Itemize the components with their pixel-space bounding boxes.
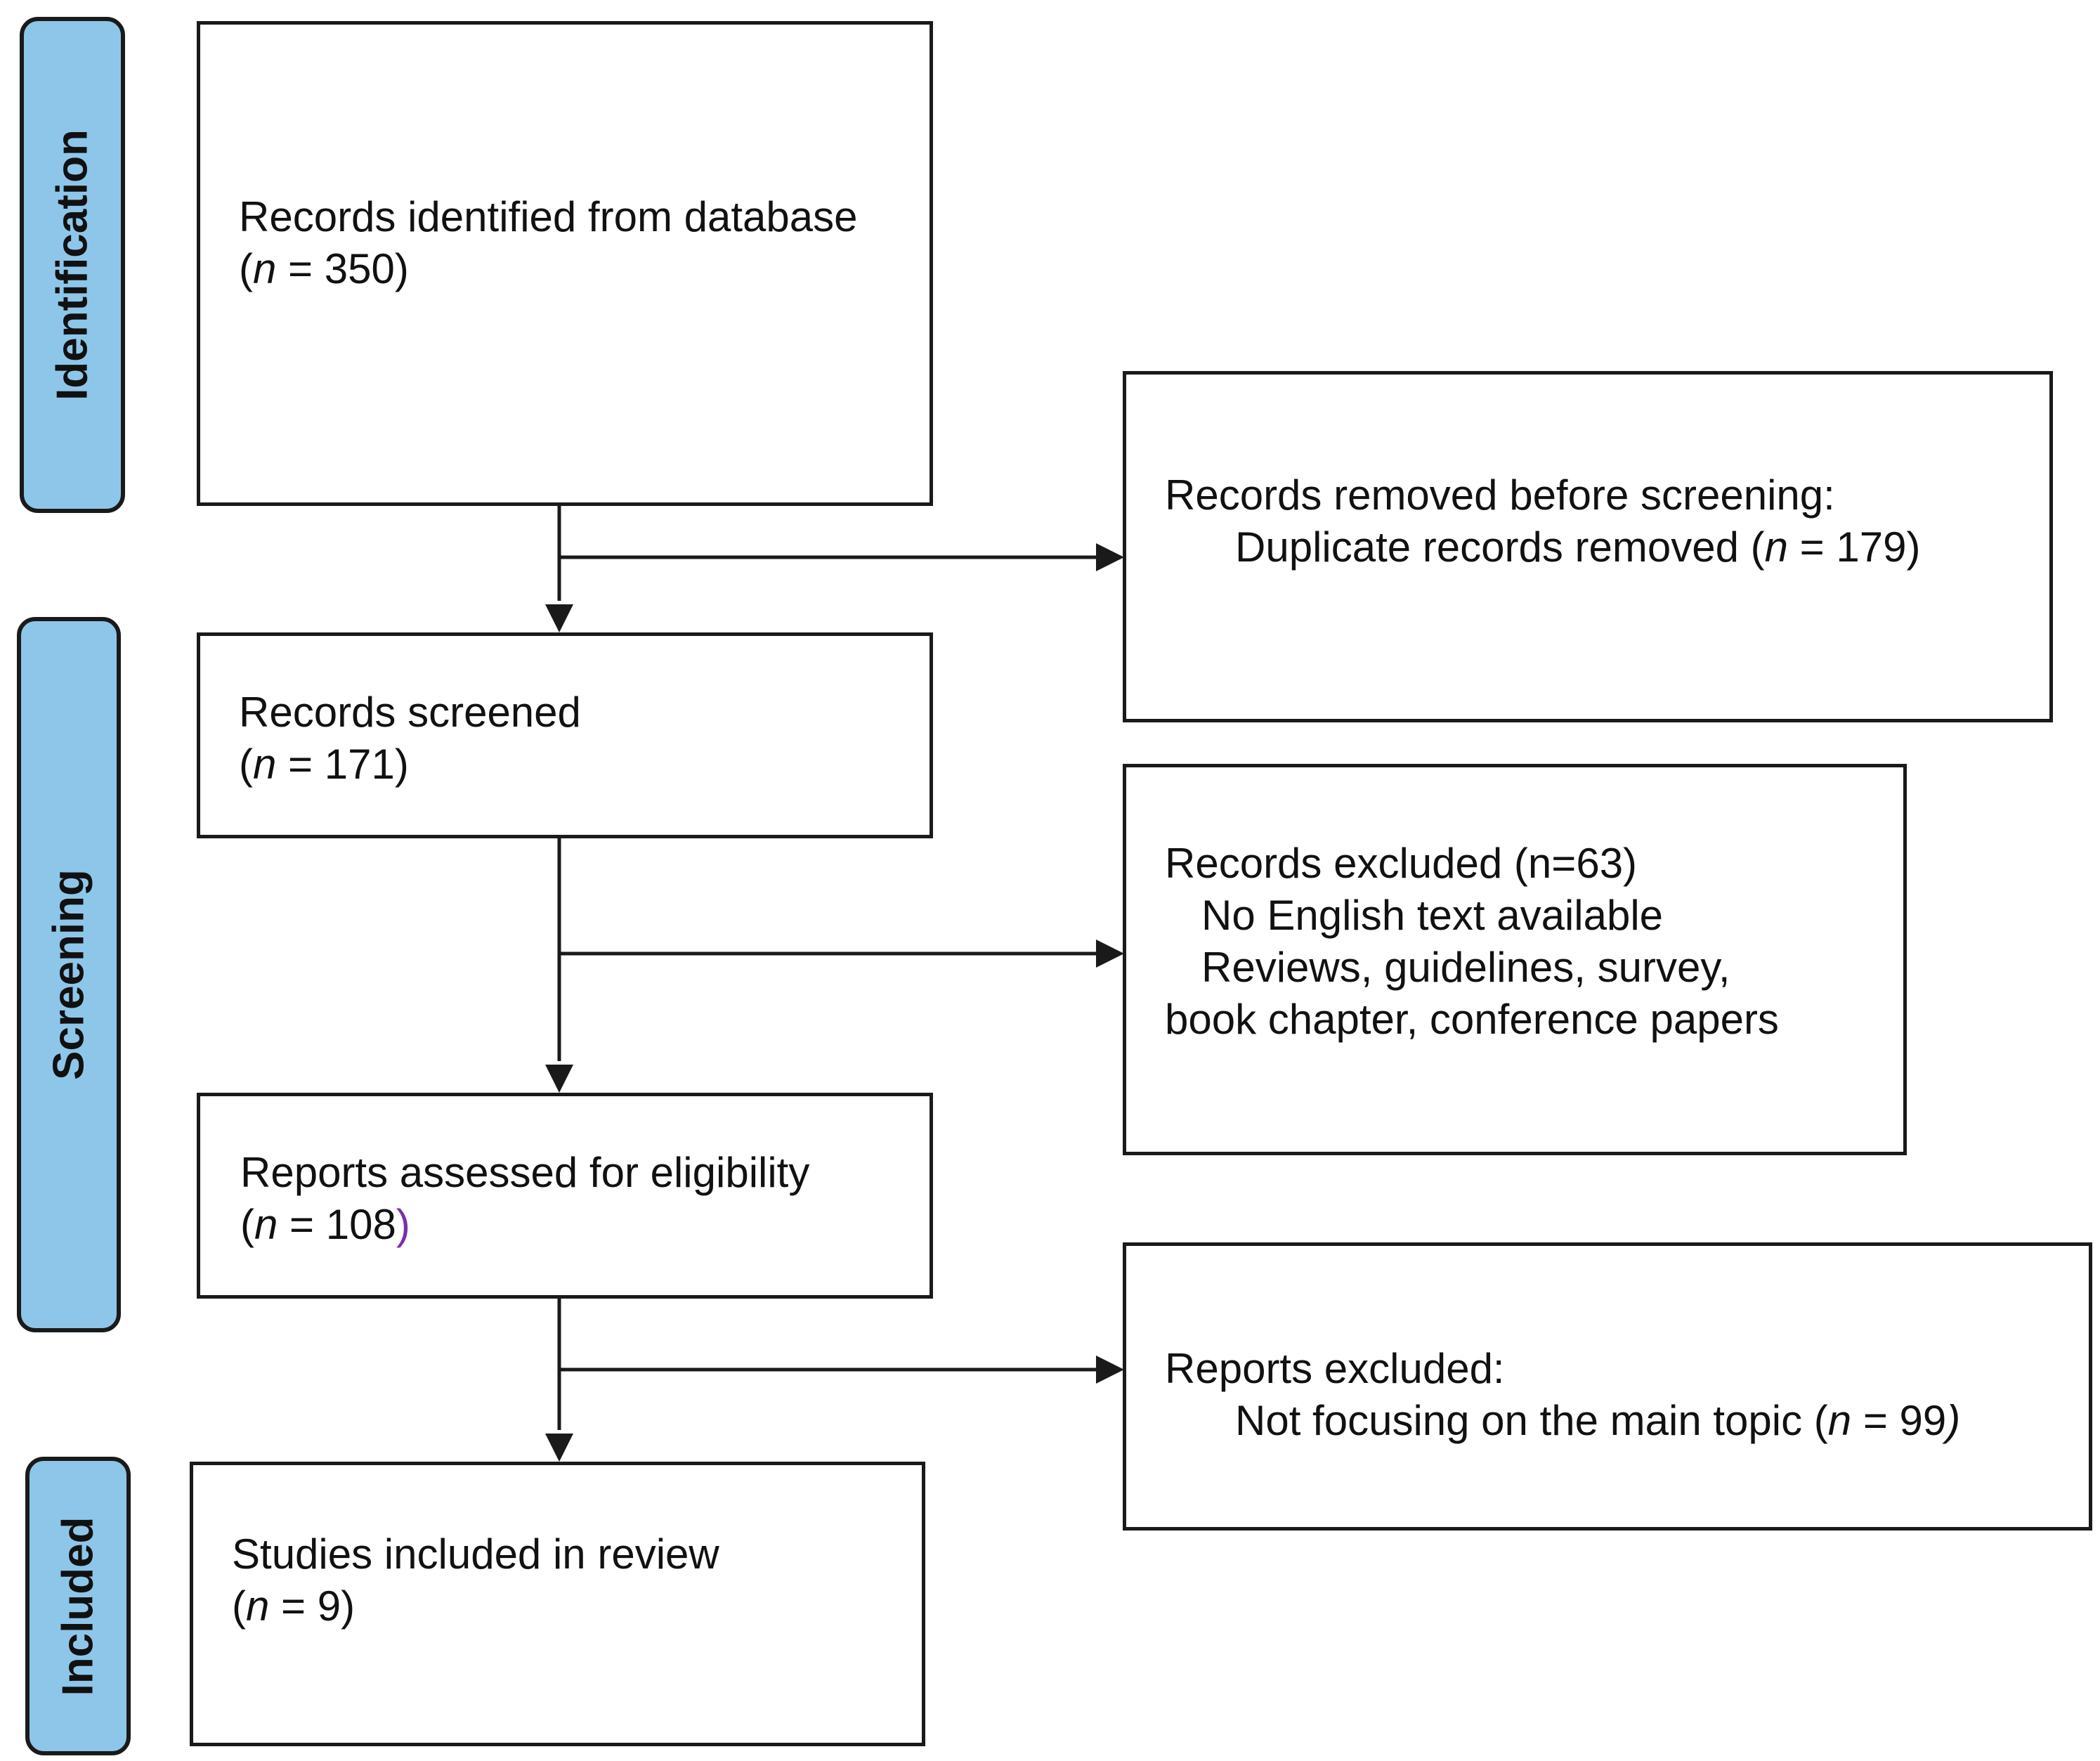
arrowhead-to-screened — [545, 604, 573, 632]
records-identified-count: (n = 350) — [239, 245, 409, 292]
stage-tab-screening: Screening — [17, 617, 121, 1332]
arrowhead-to-assessed — [545, 1065, 573, 1093]
reports-assessed-text: Reports assessed for eligibility (n = 10… — [240, 1147, 809, 1251]
arrowhead-to-removed — [1096, 543, 1124, 571]
records-excluded-text: Records excluded (n=63) No English text … — [1165, 838, 1779, 1046]
box-records-removed: Records removed before screening: Duplic… — [1123, 371, 2053, 722]
reports-excluded-label: Reports excluded: — [1165, 1345, 1505, 1392]
box-reports-assessed: Reports assessed for eligibility (n = 10… — [197, 1093, 933, 1299]
reports-excluded-reason: Not focusing on the main topic (n = 99) — [1235, 1397, 1961, 1444]
reports-assessed-label: Reports assessed for eligibility — [240, 1149, 810, 1196]
exclusion-reason-types: Reviews, guidelines, survey, — [1201, 944, 1730, 991]
stage-label-included: Included — [53, 1516, 103, 1696]
box-studies-included: Studies included in review (n = 9) — [190, 1462, 925, 1746]
stage-label-screening: Screening — [44, 869, 93, 1080]
reports-excluded-text: Reports excluded: Not focusing on the ma… — [1165, 1343, 1960, 1447]
studies-included-text: Studies included in review (n = 9) — [232, 1528, 719, 1632]
studies-included-label: Studies included in review — [232, 1531, 719, 1578]
arrowhead-to-reports-excluded — [1096, 1356, 1124, 1384]
records-identified-text: Records identified from database (n = 35… — [239, 191, 858, 295]
exclusion-reason-language: No English text available — [1201, 892, 1664, 939]
records-screened-label: Records screened — [239, 689, 581, 736]
records-screened-count: (n = 171) — [239, 741, 409, 788]
arrowhead-to-excluded — [1096, 940, 1124, 968]
exclusion-reason-types-cont: book chapter, conference papers — [1165, 996, 1779, 1043]
stage-tab-included: Included — [25, 1457, 131, 1755]
box-records-screened: Records screened (n = 171) — [197, 632, 933, 838]
reports-assessed-count: (n = 108) — [240, 1201, 410, 1248]
box-reports-excluded: Reports excluded: Not focusing on the ma… — [1123, 1242, 2092, 1531]
stage-label-identification: Identification — [48, 129, 97, 401]
box-records-excluded: Records excluded (n=63) No English text … — [1123, 764, 1907, 1155]
records-removed-text: Records removed before screening: Duplic… — [1165, 469, 1920, 573]
arrowhead-to-included — [545, 1434, 573, 1462]
stage-tab-identification: Identification — [20, 17, 125, 513]
records-excluded-label: Records excluded (n=63) — [1165, 840, 1638, 887]
records-identified-label: Records identified from database — [239, 193, 858, 240]
records-removed-label: Records removed before screening: — [1165, 472, 1835, 519]
records-screened-text: Records screened (n = 171) — [239, 687, 581, 791]
box-records-identified: Records identified from database (n = 35… — [197, 21, 933, 506]
duplicate-records-removed: Duplicate records removed (n = 179) — [1235, 524, 1921, 571]
studies-included-count: (n = 9) — [232, 1583, 356, 1630]
